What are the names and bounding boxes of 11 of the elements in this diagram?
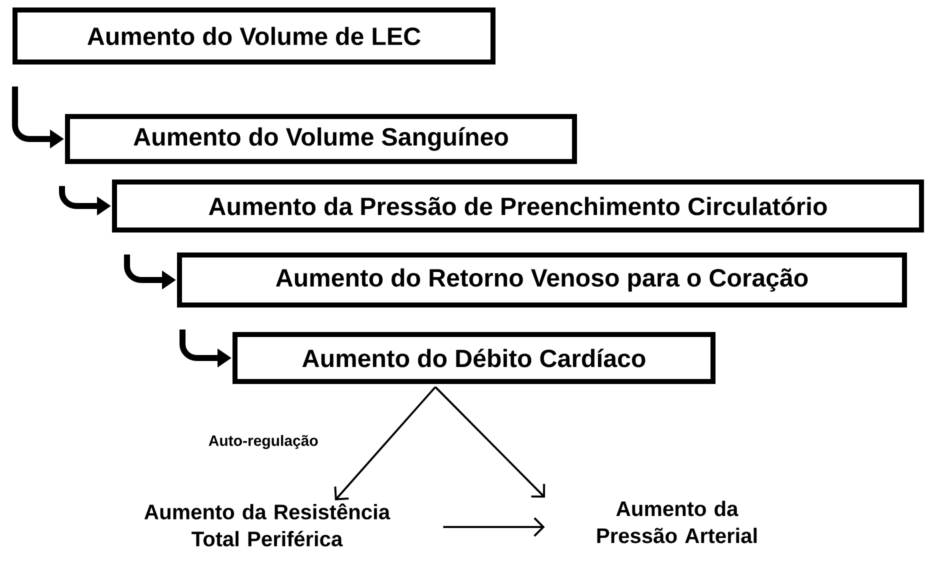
result-text: Aumento da Pressão Arterial <box>597 500 757 544</box>
arrow <box>434 386 546 498</box>
process-box: Aumento do Débito Cardíaco <box>232 332 716 384</box>
arrow <box>443 517 545 537</box>
arrow <box>334 386 436 500</box>
result-text: Aumento da Resistência Total Periférica <box>144 504 390 546</box>
process-box: Aumento do Volume de LEC <box>12 8 496 64</box>
edge-label: Auto-regulação <box>207 434 320 450</box>
process-box: Aumento do Retorno Venoso para o Coração <box>177 252 907 308</box>
process-box: Aumento do Volume Sanguíneo <box>65 114 577 164</box>
process-box: Aumento da Pressão de Preenchimento Circulatório <box>112 180 924 232</box>
